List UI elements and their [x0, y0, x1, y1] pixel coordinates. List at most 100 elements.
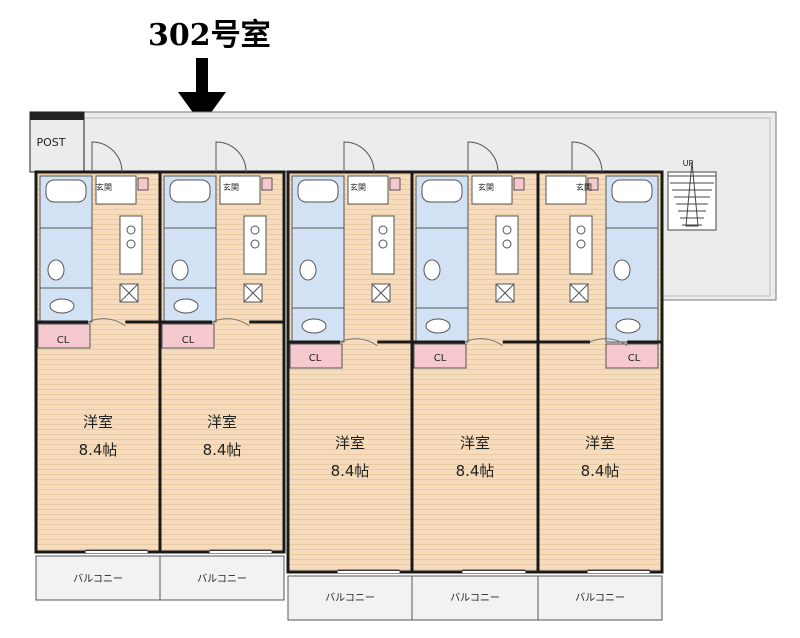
wet-area: [291, 175, 345, 343]
closet-labels: CL CL CL CL CL: [57, 335, 641, 364]
arrow-down-icon: [178, 58, 226, 125]
shoe-cabinet: [587, 177, 599, 191]
appliance-space-mark: [119, 283, 139, 303]
stove-icon: [502, 225, 512, 235]
entrance-label: 玄関: [478, 182, 494, 192]
shoe-cabinet: [389, 177, 401, 191]
closet-label: CL: [182, 335, 195, 346]
front-door: [91, 141, 123, 173]
door-swing: [339, 338, 378, 347]
appliance-space-mark: [243, 283, 263, 303]
entrance-area: [219, 175, 261, 205]
front-door: [467, 141, 499, 173]
front-door: [571, 141, 603, 173]
balcony-label: バルコニー: [575, 592, 625, 604]
toilet-icon: [425, 318, 451, 334]
door-swing: [87, 318, 126, 327]
stairs: [667, 161, 717, 231]
washbasin-icon: [299, 259, 317, 281]
room-size: 8.4帖: [456, 462, 495, 480]
stove-icon: [126, 225, 136, 235]
balcony: [411, 575, 539, 621]
stairs-up-label: UP: [683, 159, 694, 168]
stove-icon: [378, 225, 388, 235]
closet: [413, 343, 467, 369]
closet: [289, 343, 343, 369]
closet: [161, 323, 215, 349]
closet-label: CL: [628, 353, 641, 364]
bathtub-icon: [169, 179, 211, 203]
room-name: 洋室: [83, 413, 113, 431]
kitchen-counter: [495, 215, 519, 275]
balcony-label: バルコニー: [73, 573, 123, 585]
closet: [605, 343, 659, 369]
stove-icon: [576, 225, 586, 235]
room-name: 洋室: [460, 434, 490, 452]
appliance-space-mark: [495, 283, 515, 303]
room-size: 8.4帖: [203, 441, 242, 459]
balcony-label: バルコニー: [325, 592, 375, 604]
stove-icon: [126, 239, 136, 249]
room-labels: 洋室 8.4帖 洋室 8.4帖 洋室 8.4帖 洋室 8.4帖 洋室 8.4帖: [79, 413, 620, 480]
entrance-label: 玄関: [350, 182, 366, 192]
shoe-cabinet: [513, 177, 525, 191]
entrance-label: 玄関: [96, 182, 112, 192]
balcony-labels: バルコニー バルコニー バルコニー バルコニー バルコニー: [73, 573, 625, 604]
washbasin-icon: [613, 259, 631, 281]
closet-label: CL: [57, 335, 70, 346]
arrow-up-icon: [685, 161, 699, 227]
front-door: [215, 141, 247, 173]
bathtub-icon: [611, 179, 653, 203]
entrance-area: [545, 175, 587, 205]
stove-icon: [378, 239, 388, 249]
kitchen-counter: [569, 215, 593, 275]
closet-label: CL: [309, 353, 322, 364]
apartment-units: [34, 141, 664, 621]
toilet-icon: [173, 298, 199, 314]
balcony-label: バルコニー: [450, 592, 500, 604]
room-name: 洋室: [207, 413, 237, 431]
shoe-cabinet: [137, 177, 149, 191]
door-swing: [589, 338, 628, 347]
apartment-unit: [158, 141, 286, 601]
wet-area: [415, 175, 469, 343]
door-swing: [211, 318, 250, 327]
room-size: 8.4帖: [79, 441, 118, 459]
unit-number-title: 302号室: [148, 18, 271, 53]
post-label: POST: [37, 136, 66, 149]
appliance-space-mark: [569, 283, 589, 303]
closet: [37, 323, 91, 349]
bathtub-icon: [297, 179, 339, 203]
bathtub-icon: [421, 179, 463, 203]
apartment-unit: [34, 141, 162, 601]
entrance-label: 玄関: [223, 182, 239, 192]
apartment-unit: [410, 141, 540, 621]
room-size: 8.4帖: [581, 462, 620, 480]
toilet-icon: [615, 318, 641, 334]
entrance-area: [347, 175, 389, 205]
room-name: 洋室: [335, 434, 365, 452]
stove-icon: [250, 225, 260, 235]
balcony: [537, 575, 663, 621]
entrance-area: [95, 175, 137, 205]
kitchen-counter: [119, 215, 143, 275]
room-name: 洋室: [585, 434, 615, 452]
stairs-outline: [667, 171, 717, 231]
room-size: 8.4帖: [331, 462, 370, 480]
balcony: [159, 555, 285, 601]
stove-icon: [502, 239, 512, 249]
post-box: POST: [29, 111, 85, 173]
kitchen-counter: [243, 215, 267, 275]
closet-label: CL: [434, 353, 447, 364]
kitchen-counter: [371, 215, 395, 275]
stove-icon: [576, 239, 586, 249]
entrance-area: [471, 175, 513, 205]
door-swing: [464, 338, 504, 347]
bathtub-icon: [45, 179, 87, 203]
toilet-icon: [301, 318, 327, 334]
front-door: [343, 141, 375, 173]
washbasin-icon: [171, 259, 189, 281]
balcony: [35, 555, 161, 601]
stove-icon: [250, 239, 260, 249]
